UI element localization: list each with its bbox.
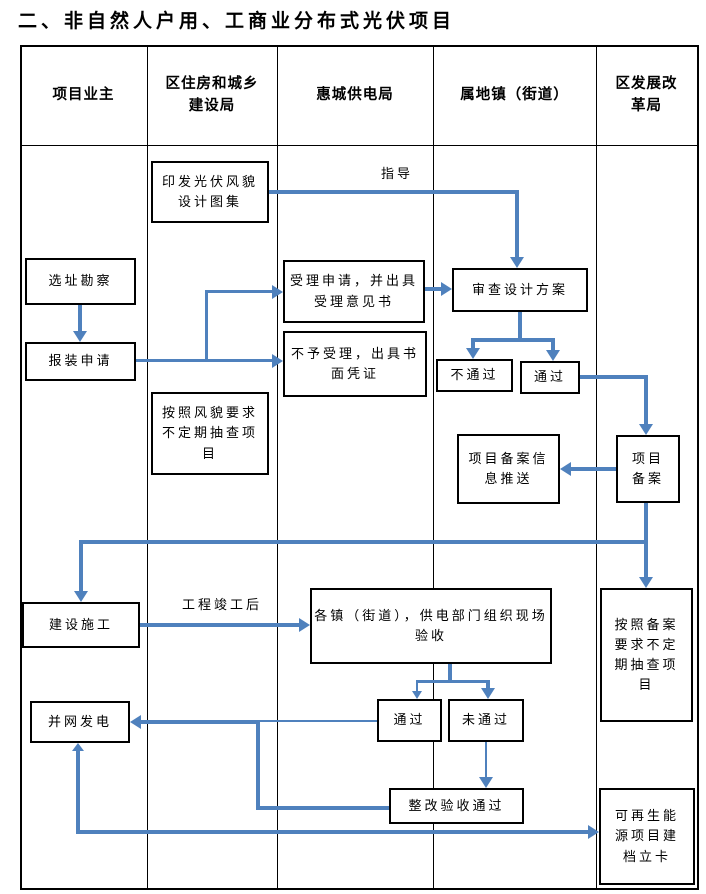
arrowhead-into-filing <box>639 424 653 435</box>
arrowhead-accept-review <box>441 282 452 296</box>
edge-application-branch-h <box>205 290 272 293</box>
column-divider-4 <box>596 45 597 888</box>
node-renewable-archive: 可再生能 源项目建 档立卡 <box>599 788 695 885</box>
node-installation-application: 报装申请 <box>25 342 136 381</box>
lane-header-reform-bureau: 区发展改 革局 <box>615 75 678 114</box>
column-divider-3 <box>433 45 434 888</box>
node-acceptance-pass: 通过 <box>377 699 442 742</box>
edge-survey-to-application-v <box>78 305 82 332</box>
edge-label-guidance: 指导 <box>381 166 414 181</box>
header-divider <box>20 145 697 146</box>
edge-branch-fail-v <box>471 338 475 350</box>
edge-branch-fail2-v <box>486 680 490 690</box>
node-rectify-reacceptance: 整改验收通过 <box>389 788 524 824</box>
arrowhead-into-acceptance <box>299 618 310 632</box>
edge-grid-to-archive-h <box>76 830 588 834</box>
arrowhead-into-accept <box>272 285 283 299</box>
arrowhead-into-archive <box>588 825 599 839</box>
node-project-filing: 项目 备案 <box>616 435 680 503</box>
edge-label-after-completion: 工程竣工后 <box>182 597 263 612</box>
node-filing-spot-check: 按照备案 要求不定 期抽查项 目 <box>600 588 693 722</box>
node-review-pass: 通过 <box>520 361 580 394</box>
edge-branch-pass-v <box>551 338 555 350</box>
edge-pass-to-filing-h <box>580 375 648 379</box>
edge-construction-to-acceptance-h <box>140 623 299 627</box>
arrowhead-into-pass2 <box>412 691 422 699</box>
node-site-acceptance: 各镇（街道），供电部门组织现场 验收 <box>310 588 552 664</box>
lane-header-town-street: 属地镇（街道） <box>460 86 569 103</box>
edge-to-construction-v <box>79 540 83 591</box>
node-filing-info-push: 项目备案信 息推送 <box>457 434 560 504</box>
page-title: 二、非自然人户用、工商业分布式光伏项目 <box>18 11 456 32</box>
arrowhead-into-reject <box>272 354 283 368</box>
lane-header-power-bureau: 惠城供电局 <box>316 86 394 103</box>
arrowhead-into-pass <box>546 350 560 361</box>
edge-fail2-to-rectify-v <box>485 742 487 778</box>
edge-long-return-h <box>79 540 648 544</box>
node-style-spot-check: 按照风貌要求 不定期抽查项 目 <box>151 392 269 475</box>
node-review-design: 审查设计方案 <box>452 268 588 312</box>
arrowhead-up-into-grid <box>72 743 84 751</box>
node-issue-design-atlas: 印发光伏风貌 设计图集 <box>151 161 269 223</box>
column-divider-1 <box>147 45 148 888</box>
edge-grid-down-v <box>76 748 80 834</box>
node-review-fail: 不通过 <box>436 359 513 392</box>
edge-branch-pass2-v <box>416 680 418 692</box>
arrowhead-into-construction <box>74 591 88 602</box>
edge-application-right-h <box>136 359 272 362</box>
arrowhead-into-review-design <box>510 257 524 268</box>
node-grid-connection: 并网发电 <box>30 701 130 743</box>
edge-into-grid-h <box>141 720 258 724</box>
arrowhead-into-push <box>560 462 571 476</box>
edge-pass2-to-grid-thin-h <box>258 720 377 722</box>
arrowhead-into-fail2 <box>481 688 495 699</box>
edge-review-branch-h <box>471 338 553 342</box>
edge-issue-to-review-v <box>515 190 519 257</box>
edge-review-stem-v <box>518 312 522 340</box>
arrowhead-into-grid-connection <box>130 715 141 729</box>
arrowhead-into-application <box>73 331 87 342</box>
arrowhead-into-filing-spot-check <box>639 577 653 588</box>
edge-accept-to-review-h <box>425 287 441 291</box>
edge-filing-to-push-h <box>571 467 616 471</box>
arrowhead-into-rectify <box>479 777 493 788</box>
edge-pass-to-filing-v <box>644 375 648 424</box>
edge-acceptance-branch-h <box>416 680 489 683</box>
node-acceptance-fail: 未通过 <box>448 699 524 742</box>
lane-header-housing-bureau: 区住房和城乡 建设局 <box>165 75 259 114</box>
node-reject-application: 不予受理，出具书 面凭证 <box>283 331 427 397</box>
edge-issue-to-review-h <box>269 190 517 194</box>
edge-rectify-left-h <box>256 806 389 810</box>
column-divider-2 <box>277 45 278 888</box>
edge-application-branch-v <box>205 291 208 361</box>
node-site-survey: 选址勘察 <box>25 258 136 305</box>
edge-rectify-up-v <box>256 720 260 808</box>
node-accept-application: 受理申请，并出具 受理意见书 <box>283 260 425 323</box>
lane-header-project-owner: 项目业主 <box>52 86 115 103</box>
edge-acceptance-stem-v <box>448 664 452 682</box>
node-construction: 建设施工 <box>22 602 140 648</box>
arrowhead-into-fail <box>466 348 480 359</box>
table-outer-border <box>20 45 699 890</box>
